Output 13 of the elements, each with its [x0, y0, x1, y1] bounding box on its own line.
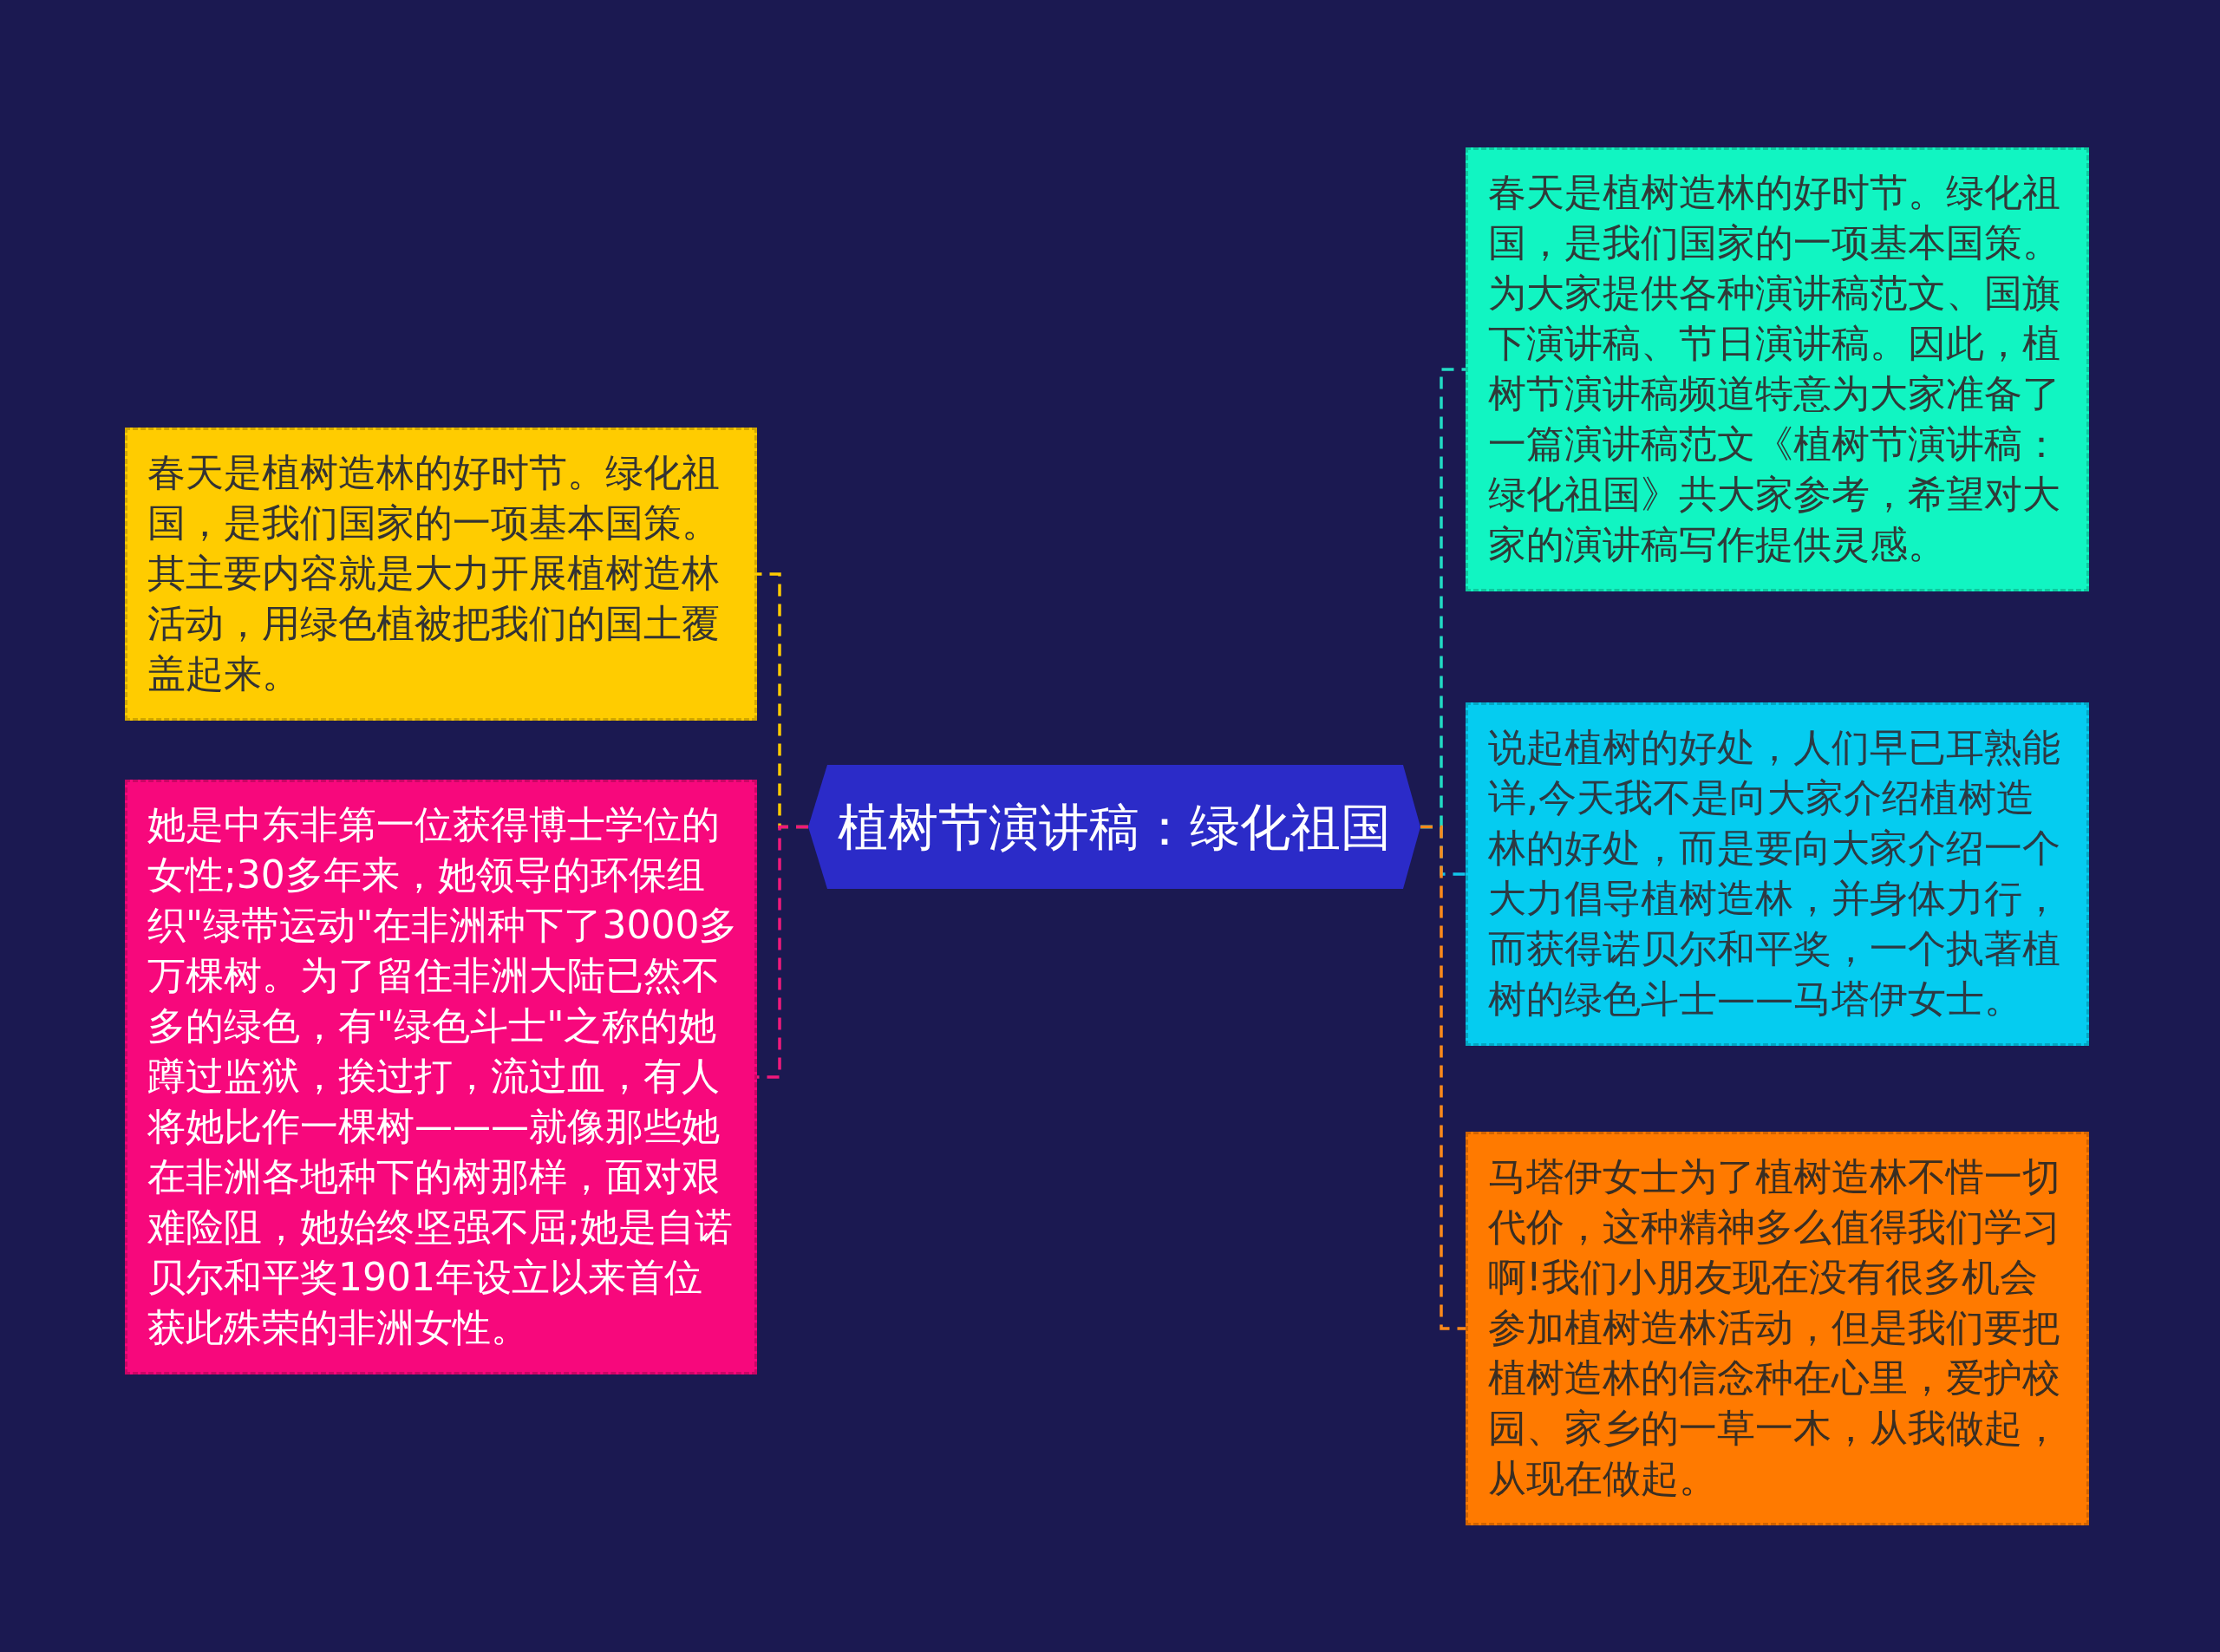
- central-topic-hexagon: [808, 765, 1420, 889]
- topic-text: 马塔伊女士为了植树造林不惜一切代价，这种精神多么值得我们学习啊!我们小朋友现在没有很多机会参加植树造林活动，但是我们要把植树造林的信念种在心里，爱护校园、家乡的一草一木，从我做起，从现在做起。: [1488, 1153, 2061, 1502]
- topic-card: [1466, 147, 2089, 591]
- topic-title: 植树节演讲稿：绿化祖国: [838, 796, 1391, 858]
- topic-card: [1466, 1132, 2089, 1525]
- topic-text: 春天是植树造林的好时节。绿化祖国，是我们国家的一项基本国策。为大家提供各种演讲稿范文、国旗下演讲稿、节日演讲稿。因此，植树节演讲稿频道特意为大家准备了一篇演讲稿范文《植树节演讲稿：绿化祖国》共大家参考，希望对大家的演讲稿写作提供灵感。: [1488, 169, 2061, 568]
- connector-line: [1420, 825, 1466, 1330]
- topic-text: 说起植树的好处，人们早已耳熟能详,今天我不是向大家介绍植树造林的好处，而是要向大家介绍一个大力倡导植树造林，并身体力行，而获得诺贝尔和平奖，一个执著植树的绿色斗士——马塔伊女士。: [1488, 724, 2061, 1022]
- topic-text: 春天是植树造林的好时节。绿化祖国，是我们国家的一项基本国策。其主要内容就是大力开展植树造林活动，用绿色植被把我们的国土覆盖起来。: [147, 449, 721, 697]
- topic-card: [125, 428, 757, 721]
- topic-text: 她是中东非第一位获得博士学位的女性;30多年来，她领导的环保组织"绿带运动"在非洲种下了3000多万棵树。为了留住非洲大陆已然不多的绿色，有"绿色斗士"之称的她蹲过监狱，挨过打，流过血，有人将她比作一棵树———就像那些她在非洲各地种下的树那样，面对艰难险阻，她始终坚强不屈;她是自诺贝尔和平奖1901年设立以来首位获此殊荣的非洲女性。: [147, 801, 739, 1351]
- connector-line: [757, 825, 808, 1079]
- topic-card: [1466, 702, 2089, 1046]
